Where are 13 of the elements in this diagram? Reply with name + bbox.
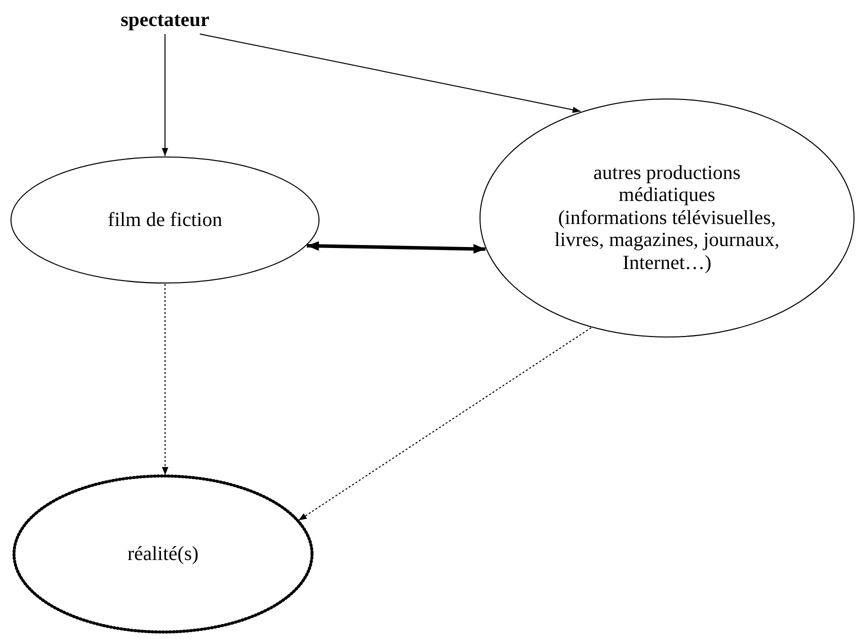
- arrow: [199, 34, 582, 113]
- arrow: [298, 327, 592, 521]
- node-label: autres productions médiatiques: [592, 162, 742, 207]
- ellipse-node: [13, 475, 313, 633]
- ellipse-node: [10, 156, 320, 284]
- node-label: film de fiction: [108, 208, 222, 232]
- arrow: [162, 284, 168, 476]
- ellipse-node: [479, 98, 855, 338]
- arrow: [162, 34, 168, 156]
- node-description: (informations télévisuelles, livres, magazines, journaux, Internet…): [554, 206, 780, 274]
- arrow: [306, 241, 486, 254]
- node-title: spectateur: [120, 8, 210, 32]
- node-label: réalité(s): [127, 542, 199, 566]
